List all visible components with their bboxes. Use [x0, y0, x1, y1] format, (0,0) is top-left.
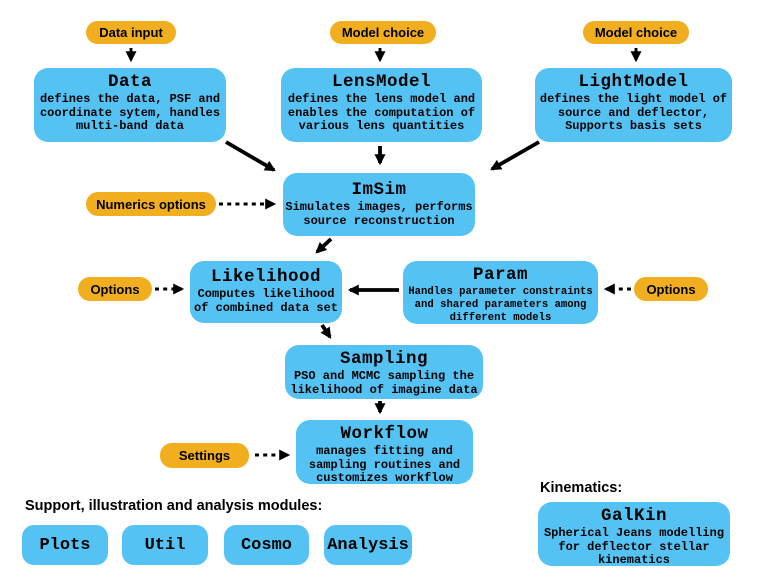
likelihood-box-desc: Computes likelihood of combined data set: [193, 287, 339, 315]
data-box-desc: defines the data, PSF and coordinate syt…: [39, 92, 221, 133]
edge-likelihood-to-sampling: [320, 323, 332, 339]
lens-model-box-title: LensModel: [331, 72, 431, 92]
edge-data-to-imsim: [225, 140, 276, 172]
galkin-box-title: GalKin: [600, 506, 667, 526]
model-choice-pill-light: Model choice: [583, 21, 689, 44]
workflow-box-desc: manages fitting and sampling routines an…: [308, 444, 461, 485]
model-choice-pill-lens: Model choice: [330, 21, 436, 44]
likelihood-box-title: Likelihood: [210, 267, 322, 287]
light-model-box-title: LightModel: [578, 72, 689, 92]
im-sim-box: ImSim Simulates images, performs source …: [283, 173, 475, 236]
param-box-desc: Handles parameter constraints and shared…: [408, 286, 593, 324]
data-box-title: Data: [107, 72, 152, 92]
module-box-plots: Plots: [22, 525, 108, 565]
options-pill-likelihood: Options: [78, 277, 152, 301]
sampling-box: Sampling PSO and MCMC sampling the likel…: [285, 345, 483, 399]
sampling-box-title: Sampling: [339, 349, 428, 369]
module-box-analysis: Analysis: [324, 525, 412, 565]
edge-imsim-to-likelihood: [315, 237, 333, 254]
settings-pill: Settings: [160, 443, 249, 468]
module-box-util: Util: [122, 525, 208, 565]
im-sim-box-desc: Simulates images, performs source recons…: [285, 200, 473, 228]
workflow-box-title: Workflow: [340, 424, 429, 444]
param-box-title: Param: [472, 265, 528, 285]
module-box-cosmo: Cosmo: [224, 525, 309, 565]
light-model-box: LightModel defines the light model of so…: [535, 68, 732, 142]
data-box: Data defines the data, PSF and coordinat…: [34, 68, 226, 142]
galkin-box-desc: Spherical Jeans modelling for deflector …: [543, 526, 725, 567]
options-pill-param: Options: [634, 277, 708, 301]
galkin-box: GalKin Spherical Jeans modelling for def…: [538, 502, 730, 567]
light-model-box-desc: defines the light model of source and de…: [539, 92, 728, 133]
likelihood-box: Likelihood Computes likelihood of combin…: [190, 261, 342, 323]
lens-model-box: LensModel defines the lens model and ena…: [281, 68, 482, 142]
im-sim-box-title: ImSim: [351, 180, 407, 200]
numerics-options-pill: Numerics options: [86, 192, 216, 216]
param-box: Param Handles parameter constraints and …: [403, 261, 598, 324]
workflow-box: Workflow manages fitting and sampling ro…: [296, 420, 473, 485]
lens-model-box-desc: defines the lens model and enables the c…: [287, 92, 476, 133]
data-input-pill: Data input: [86, 21, 176, 44]
sampling-box-desc: PSO and MCMC sampling the likelihood of …: [290, 369, 478, 397]
edge-lightmodel-to-imsim: [490, 140, 540, 171]
support-modules-heading: Support, illustration and analysis modul…: [25, 498, 323, 514]
kinematics-heading: Kinematics:: [540, 480, 623, 496]
